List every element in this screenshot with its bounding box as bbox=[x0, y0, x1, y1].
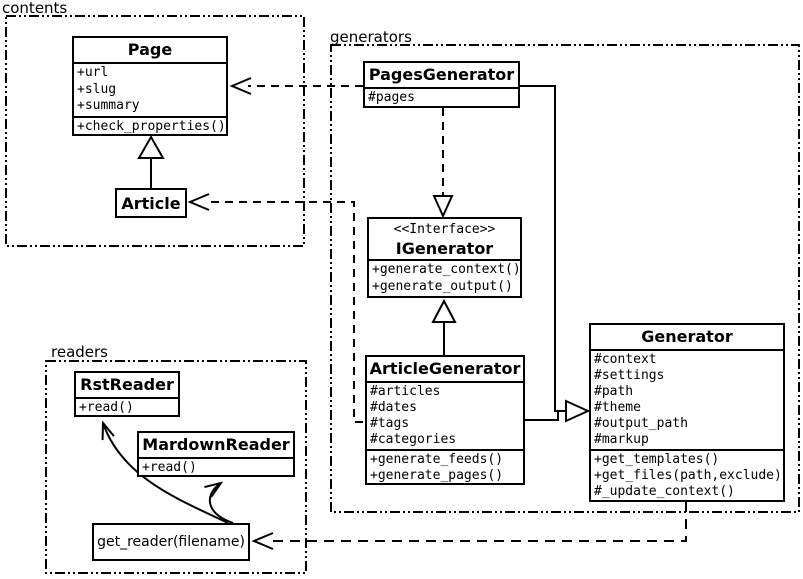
method: +read() bbox=[142, 460, 197, 475]
method: #_update_context() bbox=[594, 484, 735, 499]
inheritance-triangle-page bbox=[137, 134, 165, 159]
package-contents-border bbox=[5, 15, 305, 247]
class-page-title: Page bbox=[74, 38, 226, 64]
attribute: #dates bbox=[370, 400, 417, 415]
attribute: #context bbox=[594, 352, 657, 367]
attribute: #pages bbox=[368, 90, 415, 105]
class-article-title: Article bbox=[121, 193, 181, 213]
package-readers-border bbox=[45, 360, 307, 574]
function-get-reader-label: get_reader(filename) bbox=[97, 534, 245, 550]
attribute: +slug bbox=[77, 81, 117, 97]
attribute: +summary bbox=[77, 98, 140, 113]
attribute: #categories bbox=[370, 432, 457, 447]
class-generator-title: Generator bbox=[591, 325, 783, 351]
class-pagesgenerator-title: PagesGenerator bbox=[365, 63, 518, 89]
attribute: #output_path bbox=[594, 416, 688, 431]
edge-articlegenerator-extends-generator bbox=[525, 410, 566, 421]
class-generator: Generator #context #settings #path #them… bbox=[589, 323, 785, 502]
method: +generate_feeds() bbox=[370, 452, 504, 467]
class-igenerator-stereotype: <<Interface>> bbox=[393, 222, 496, 237]
edge-articlegenerator-uses-article bbox=[206, 201, 363, 423]
attribute: +url bbox=[77, 65, 109, 80]
class-pagesgenerator: PagesGenerator #pages bbox=[363, 61, 520, 108]
class-page: Page +url +slug +summary +check_properti… bbox=[72, 36, 228, 136]
method: +generate_pages() bbox=[370, 468, 504, 483]
class-article: Article bbox=[115, 188, 187, 218]
edge-getreader-to-rstreader bbox=[103, 423, 229, 524]
arrowhead-getreader bbox=[251, 532, 274, 550]
function-get-reader: get_reader(filename) bbox=[92, 523, 250, 561]
class-rstreader-title: RstReader bbox=[76, 373, 178, 399]
method: +get_files(path,exclude) bbox=[594, 468, 782, 483]
edge-generator-uses-getreader bbox=[270, 502, 687, 542]
method: +get_templates() bbox=[594, 452, 720, 467]
arrowhead-page bbox=[229, 77, 252, 95]
attribute: #articles bbox=[370, 384, 441, 399]
method: +generate_context() bbox=[372, 262, 521, 277]
package-label-contents: contents bbox=[2, 0, 68, 17]
inheritance-triangle-igenerator bbox=[431, 298, 457, 323]
method: +read() bbox=[79, 400, 134, 415]
class-mardownreader: MardownReader +read() bbox=[137, 431, 295, 477]
realization-triangle-igenerator bbox=[432, 195, 454, 219]
attribute: #path bbox=[594, 384, 634, 399]
package-label-readers: readers bbox=[51, 343, 108, 361]
class-articlegenerator: ArticleGenerator #articles #dates #tags … bbox=[365, 355, 525, 485]
class-mardownreader-title: MardownReader bbox=[139, 433, 293, 459]
package-label-generators: generators bbox=[330, 28, 412, 46]
attribute: #markup bbox=[594, 432, 649, 447]
class-rstreader: RstReader +read() bbox=[74, 371, 180, 417]
edge-getreader-to-mardownreader bbox=[210, 483, 234, 524]
method: +check_properties() bbox=[77, 118, 226, 134]
edge-pagesgenerator-extends-generator bbox=[519, 85, 566, 412]
attribute: #tags bbox=[370, 416, 410, 431]
package-generators-border bbox=[330, 44, 800, 513]
class-igenerator-title: IGenerator bbox=[395, 239, 494, 258]
arrowhead-article bbox=[187, 193, 210, 211]
attribute: #settings bbox=[594, 368, 665, 383]
class-articlegenerator-title: ArticleGenerator bbox=[367, 357, 523, 383]
inheritance-triangle-generator bbox=[565, 399, 591, 423]
method: +generate_output() bbox=[372, 278, 513, 294]
class-igenerator: <<Interface>> IGenerator +generate_conte… bbox=[367, 217, 522, 298]
attribute: #theme bbox=[594, 400, 641, 415]
